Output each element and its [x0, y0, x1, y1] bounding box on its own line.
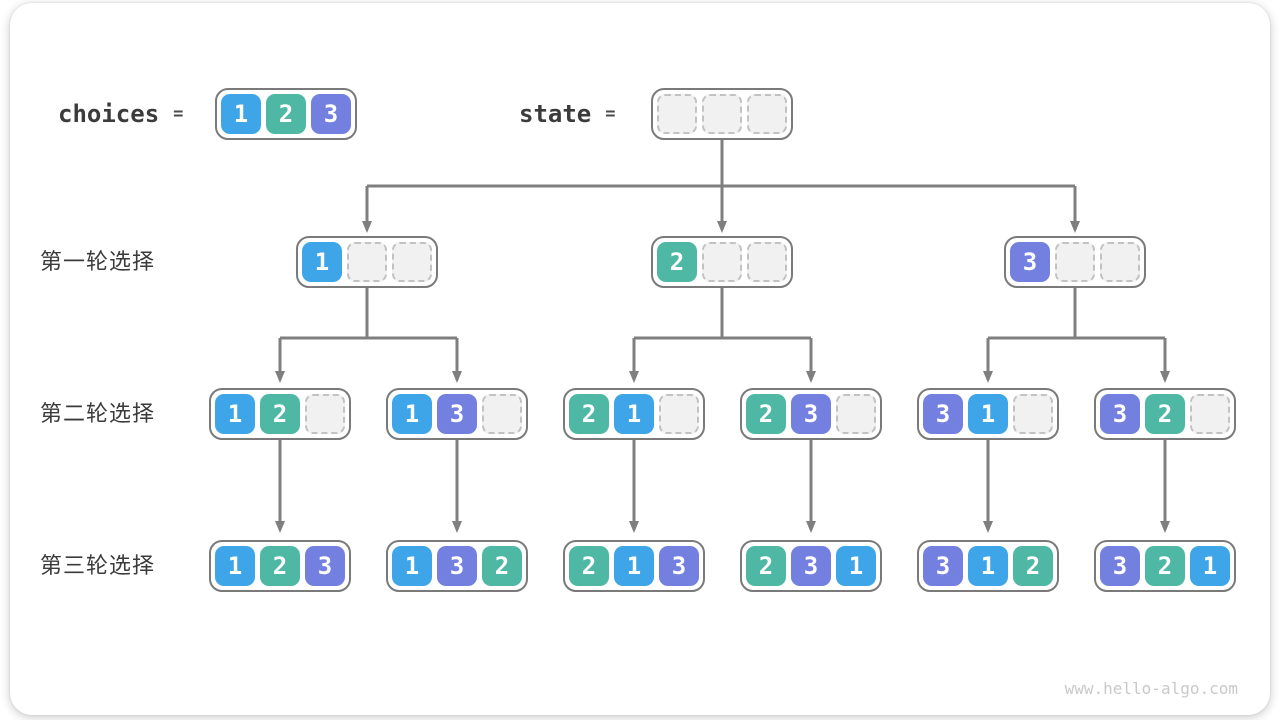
- cell: 3: [305, 546, 345, 586]
- cell: 2: [569, 546, 609, 586]
- state-cell-3: [747, 94, 787, 134]
- state-equals-sign: =: [605, 104, 616, 124]
- cell: 3: [659, 546, 699, 586]
- round2-node-2: 1 3: [386, 388, 528, 440]
- round3-node-4: 2 3 1: [740, 540, 882, 592]
- state-cell-1: [657, 94, 697, 134]
- cell: 1: [215, 394, 255, 434]
- state-label: state =: [519, 100, 616, 128]
- round3-row-label: 第三轮选择: [40, 553, 156, 578]
- round3-node-3: 2 1 3: [563, 540, 705, 592]
- round2-node-3: 2 1: [563, 388, 705, 440]
- cell: 3: [437, 546, 477, 586]
- cell: 2: [569, 394, 609, 434]
- cell: 1: [614, 546, 654, 586]
- cell: 1: [614, 394, 654, 434]
- cell: 3: [791, 546, 831, 586]
- cell: 3: [1100, 394, 1140, 434]
- cell: [1055, 242, 1095, 282]
- cell: 2: [260, 394, 300, 434]
- round2-node-5: 3 1: [917, 388, 1059, 440]
- choices-array: 1 2 3: [215, 88, 357, 140]
- cell: 1: [392, 394, 432, 434]
- cell: [392, 242, 432, 282]
- round1-row-label: 第一轮选择: [40, 249, 156, 274]
- diagram-card: [10, 3, 1270, 715]
- choices-cell-1: 1: [221, 94, 261, 134]
- state-array: [651, 88, 793, 140]
- watermark: www.hello-algo.com: [1064, 679, 1238, 698]
- cell: 1: [968, 394, 1008, 434]
- cell: [1013, 394, 1053, 434]
- cell: [1190, 394, 1230, 434]
- cell: 3: [1100, 546, 1140, 586]
- choices-equals-sign: =: [173, 104, 184, 124]
- cell: [836, 394, 876, 434]
- cell: 1: [1190, 546, 1230, 586]
- cell: [305, 394, 345, 434]
- round2-row-label: 第二轮选择: [40, 401, 156, 426]
- round3-node-5: 3 1 2: [917, 540, 1059, 592]
- round2-node-6: 3 2: [1094, 388, 1236, 440]
- choices-label: choices =: [58, 100, 183, 128]
- round2-node-1: 1 2: [209, 388, 351, 440]
- cell: [482, 394, 522, 434]
- state-keyword: state: [519, 100, 592, 128]
- cell: [347, 242, 387, 282]
- cell: [747, 242, 787, 282]
- choices-keyword: choices: [58, 100, 160, 128]
- round3-node-2: 1 3 2: [386, 540, 528, 592]
- cell: 2: [1145, 394, 1185, 434]
- round1-node-1: 1: [296, 236, 438, 288]
- cell: 3: [791, 394, 831, 434]
- cell: 1: [836, 546, 876, 586]
- cell: 3: [923, 394, 963, 434]
- cell: [659, 394, 699, 434]
- cell: 2: [746, 394, 786, 434]
- cell: 1: [392, 546, 432, 586]
- round1-node-2: 2: [651, 236, 793, 288]
- cell: 2: [746, 546, 786, 586]
- round3-node-6: 3 2 1: [1094, 540, 1236, 592]
- cell: 2: [1145, 546, 1185, 586]
- cell: [702, 242, 742, 282]
- choices-cell-2: 2: [266, 94, 306, 134]
- state-cell-2: [702, 94, 742, 134]
- round3-node-1: 1 2 3: [209, 540, 351, 592]
- cell: 3: [923, 546, 963, 586]
- cell: 2: [1013, 546, 1053, 586]
- round2-node-4: 2 3: [740, 388, 882, 440]
- cell: 2: [482, 546, 522, 586]
- cell: 3: [1010, 242, 1050, 282]
- cell: 1: [302, 242, 342, 282]
- choices-cell-3: 3: [311, 94, 351, 134]
- cell: 2: [657, 242, 697, 282]
- round1-node-3: 3: [1004, 236, 1146, 288]
- cell: 1: [215, 546, 255, 586]
- cell: 3: [437, 394, 477, 434]
- cell: [1100, 242, 1140, 282]
- cell: 1: [968, 546, 1008, 586]
- cell: 2: [260, 546, 300, 586]
